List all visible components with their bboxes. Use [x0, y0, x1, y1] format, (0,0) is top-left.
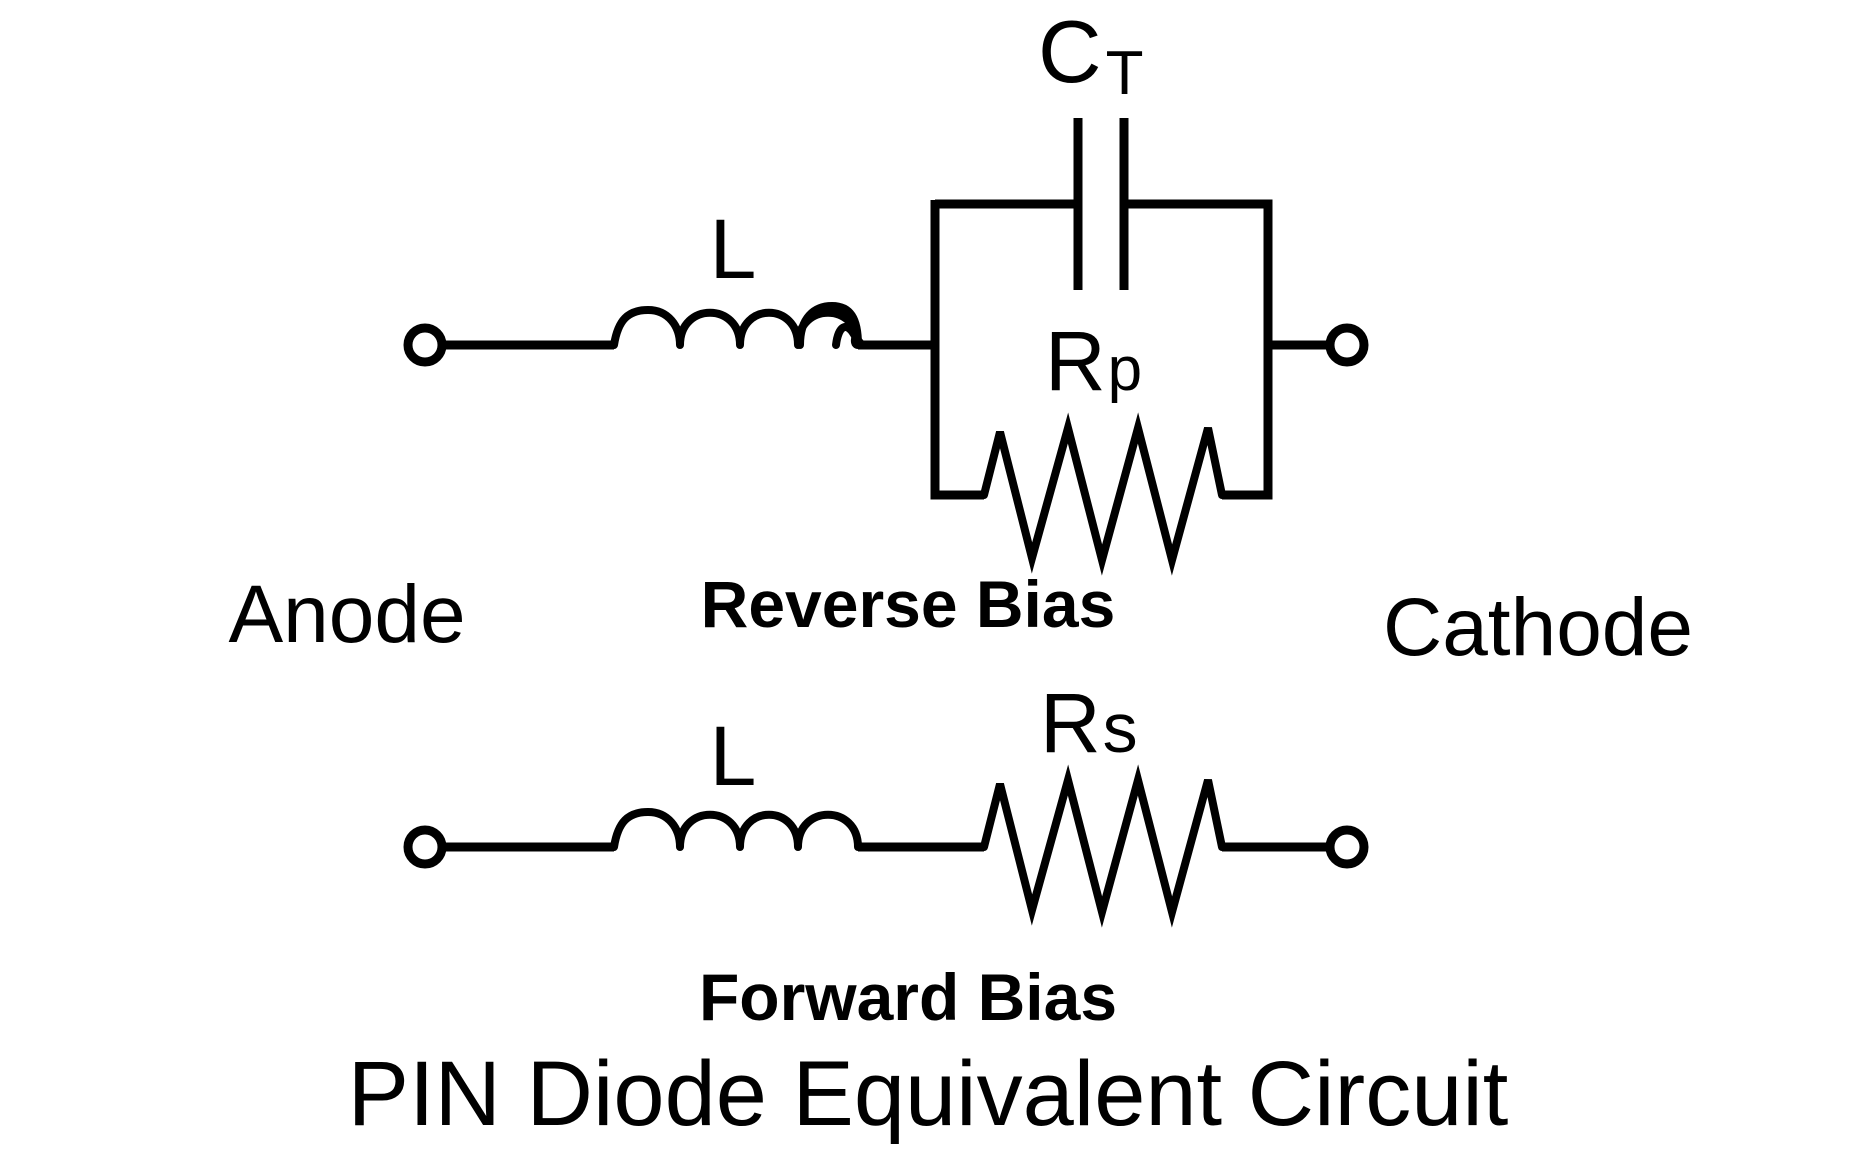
- reverse-inductor-tail: [832, 323, 866, 349]
- forward-inductor-label: L: [710, 709, 757, 803]
- forward-resistor-label: Rs: [1040, 676, 1138, 770]
- forward-resistor-zigzag: [980, 764, 1226, 928]
- reverse-bias-caption: Reverse Bias: [701, 567, 1116, 641]
- reverse-resistor-label: Rp: [1045, 314, 1142, 408]
- forward-resistor-label-main: R: [1040, 676, 1101, 770]
- reverse-capacitor-label: CT: [1038, 2, 1143, 108]
- diagram-title: PIN Diode Equivalent Circuit: [348, 1043, 1509, 1145]
- reverse-parallel-left-rail: [930, 200, 984, 500]
- reverse-cathode-terminal: [1325, 323, 1369, 367]
- cathode-label: Cathode: [1383, 582, 1693, 673]
- reverse-capacitor-label-main: C: [1038, 2, 1102, 101]
- anode-label: Anode: [228, 569, 465, 660]
- reverse-anode-terminal: [403, 323, 447, 367]
- reverse-resistor-zigzag: [980, 412, 1226, 576]
- forward-anode-terminal: [403, 825, 447, 869]
- forward-inductor-coil: [610, 808, 862, 851]
- reverse-inductor-coil: [610, 302, 862, 349]
- reverse-bias-circuit: L CT Rp Reverse Bias: [403, 2, 1369, 641]
- reverse-inductor-label: L: [710, 202, 757, 296]
- reverse-resistor-label-main: R: [1045, 314, 1106, 408]
- reverse-resistor-label-subscript: p: [1108, 335, 1142, 404]
- reverse-capacitor-label-subscript: T: [1106, 39, 1144, 108]
- forward-cathode-terminal: [1325, 825, 1369, 869]
- forward-bias-caption: Forward Bias: [699, 960, 1117, 1034]
- forward-bias-circuit: L Rs Forward Bias: [403, 676, 1369, 1034]
- forward-resistor-label-subscript: s: [1103, 689, 1138, 767]
